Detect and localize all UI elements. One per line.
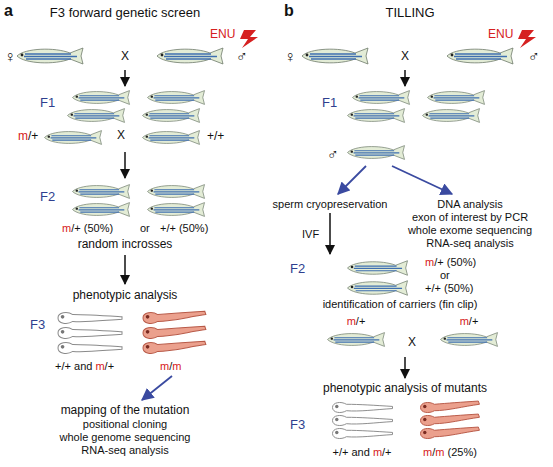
text-label: X [117,129,125,143]
text-label: phenotypic analysis [73,289,178,303]
text-label: m/+ [18,130,38,144]
text-label: m/+ (50%) [62,222,113,235]
text-label: positional cloning [83,418,167,431]
text-label: X [121,50,129,64]
text-label: +/+ and m/+ [55,360,114,373]
text-label: +/+ and m/+ [332,446,391,459]
text-label: ENU [210,28,235,42]
text-label: RNA-seq analysis [426,237,513,250]
text-label: F3 [290,418,305,433]
text-label: F2 [290,262,305,277]
text-label: phenotypic analysis of mutants [323,382,487,396]
text-label: sperm cryopreservation [273,198,388,211]
text-label: m/+ [460,315,479,328]
text-label: +/+ (50%) [160,222,208,235]
text-label: F2 [40,190,55,205]
text-label: ENU [488,28,513,42]
text-label: ♂ [327,146,339,164]
text-label: ♂ [528,48,540,66]
text-label: F3 [30,318,45,333]
text-label: m/+ [347,315,366,328]
text-label: ♀ [284,48,296,66]
text-label: ♂ [236,48,248,66]
text-label: m/m [160,360,181,373]
text-label: F1 [322,96,337,111]
text-label: +/+ [207,130,224,144]
text-label: RNA-seq analysis [81,444,168,457]
text-label: m/m (25%) [423,446,477,459]
text-label: IVF [302,228,319,241]
text-label: b [284,2,294,20]
text-label: m/+ (50%) [425,256,476,269]
text-label: F3 forward genetic screen [50,6,200,21]
text-label: F1 [40,96,55,111]
text-label: a [4,2,13,20]
text-label: random incrosses [78,238,173,252]
text-label: exon of interest by PCR [412,211,528,224]
text-label: DNA analysis [437,198,502,211]
text-label: whole genome sequencing [60,431,191,444]
text-label: identification of carriers (fin clip) [323,298,478,311]
text-label: whole exome sequencing [408,224,532,237]
text-label: +/+ (50%) [425,282,473,295]
text-label: ♀ [4,48,16,66]
text-label: X [408,336,416,350]
text-label: or [140,222,150,235]
text-label: or [440,269,450,282]
text-label: TILLING [385,6,434,21]
text-label: mapping of the mutation [61,404,190,418]
text-label: X [401,50,409,64]
